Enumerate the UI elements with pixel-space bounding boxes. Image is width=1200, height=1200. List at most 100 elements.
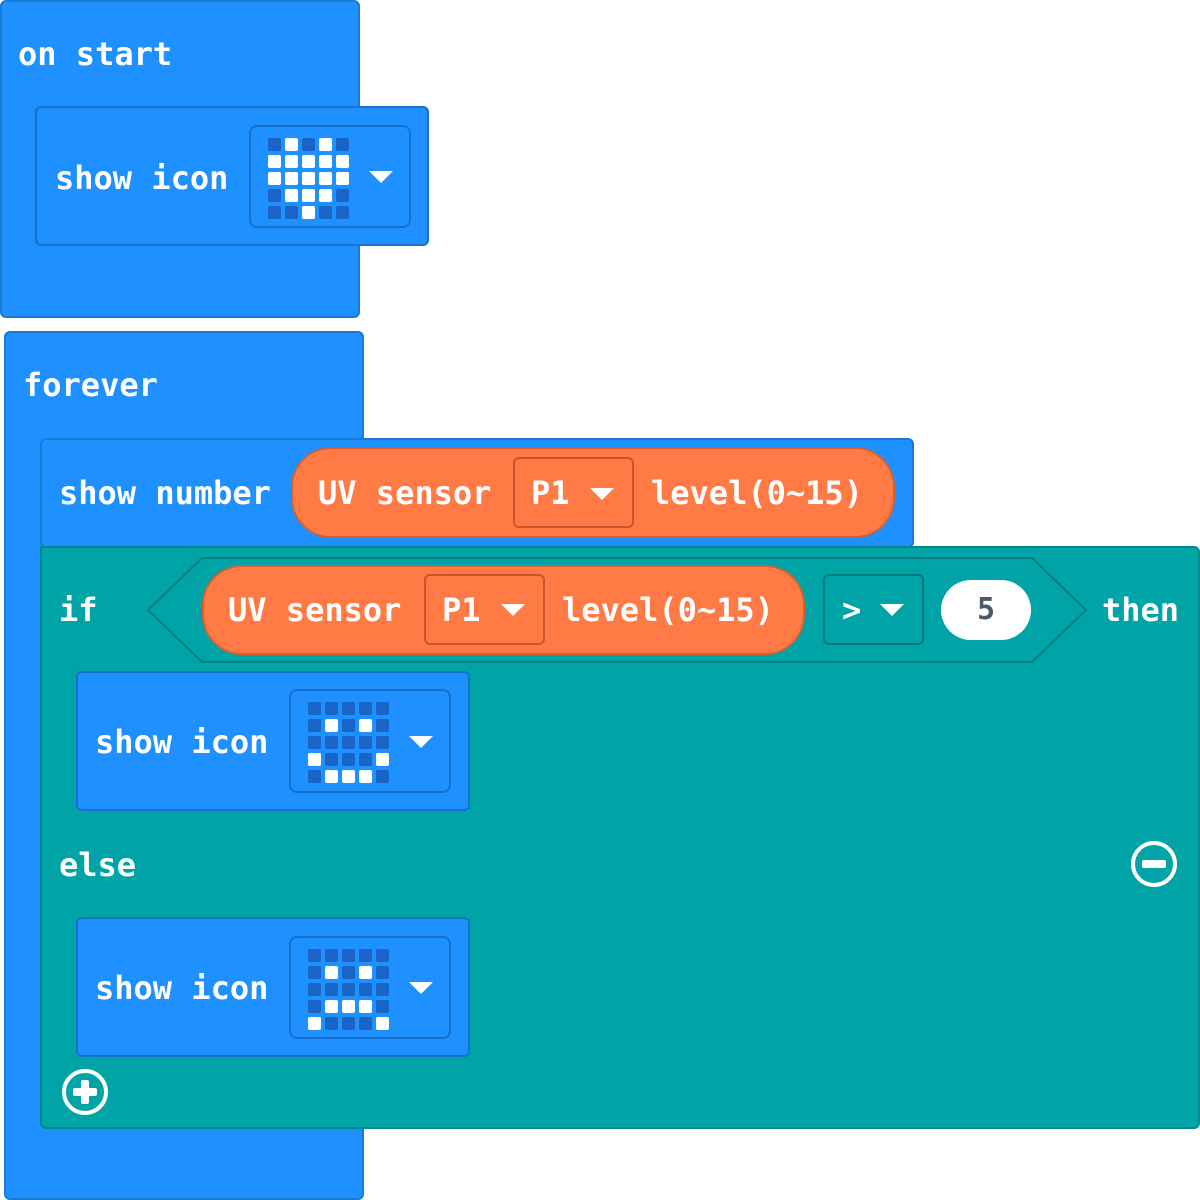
led-off [308, 702, 321, 715]
led-off [376, 1000, 389, 1013]
led-on [325, 770, 338, 783]
led-off [308, 1000, 321, 1013]
led-on [319, 155, 332, 168]
led-on [325, 719, 338, 732]
led-off [342, 949, 355, 962]
led-on [302, 155, 315, 168]
if-label: if [59, 591, 98, 629]
dropdown-caret-icon [369, 171, 393, 183]
else-label: else [59, 846, 137, 884]
led-off [336, 138, 349, 151]
led-off [325, 753, 338, 766]
led-on [308, 1017, 321, 1030]
dropdown-caret-icon [409, 982, 433, 994]
heart-led-grid [268, 138, 349, 219]
led-off [359, 702, 372, 715]
led-on [376, 1017, 389, 1030]
forever-label: forever [23, 366, 158, 404]
led-off [376, 736, 389, 749]
led-off [325, 736, 338, 749]
led-on [302, 189, 315, 202]
led-off [336, 206, 349, 219]
led-on [302, 172, 315, 185]
show-icon-label: show icon [95, 969, 269, 1007]
led-off [376, 719, 389, 732]
sad-led-grid [308, 949, 389, 1030]
led-off [359, 1017, 372, 1030]
on-start-label: on start [18, 35, 173, 73]
show-number-label: show number [59, 474, 271, 512]
condition-sensor-suffix: level(0~15) [562, 591, 774, 629]
show-icon-label: show icon [95, 723, 269, 761]
led-on [268, 155, 281, 168]
heart-icon-picker[interactable] [249, 125, 411, 228]
led-off [285, 206, 298, 219]
led-off [376, 702, 389, 715]
led-off [342, 702, 355, 715]
led-on [336, 155, 349, 168]
led-off [342, 966, 355, 979]
led-off [268, 138, 281, 151]
led-off [308, 770, 321, 783]
plus-circle-icon[interactable] [62, 1069, 108, 1115]
sad-icon-picker[interactable] [289, 936, 451, 1039]
minus-circle-icon[interactable] [1131, 841, 1177, 887]
led-on [325, 966, 338, 979]
led-on [319, 189, 332, 202]
uv-sensor-suffix: level(0~15) [651, 474, 863, 512]
led-on [342, 770, 355, 783]
led-off [376, 949, 389, 962]
led-off [325, 983, 338, 996]
led-off [376, 966, 389, 979]
chevron-down-icon [880, 604, 904, 616]
condition-sensor-label: UV sensor [228, 591, 402, 629]
operator-label: > [842, 591, 862, 629]
chevron-down-icon [501, 604, 525, 616]
led-off [268, 206, 281, 219]
led-off [308, 983, 321, 996]
led-on [359, 719, 372, 732]
led-on [359, 1000, 372, 1013]
show-icon-label: show icon [55, 159, 229, 197]
led-off [359, 949, 372, 962]
pin-dropdown-label: P1 [531, 474, 570, 512]
led-on [342, 1000, 355, 1013]
led-on [268, 172, 281, 185]
led-off [342, 736, 355, 749]
led-off [342, 1017, 355, 1030]
led-off [376, 983, 389, 996]
condition-pin-label: P1 [442, 591, 481, 629]
led-off [268, 189, 281, 202]
uv-sensor-label: UV sensor [318, 474, 492, 512]
led-on [319, 138, 332, 151]
led-off [342, 753, 355, 766]
led-on [285, 155, 298, 168]
led-on [359, 966, 372, 979]
condition-pin-dropdown[interactable] [424, 574, 545, 645]
led-on [302, 206, 315, 219]
led-off [376, 770, 389, 783]
led-off [359, 736, 372, 749]
led-on [359, 770, 372, 783]
happy-led-grid [308, 702, 389, 783]
number-input[interactable]: 5 [941, 580, 1031, 640]
then-label: then [1102, 591, 1180, 629]
led-off [342, 719, 355, 732]
led-on [308, 753, 321, 766]
led-off [325, 702, 338, 715]
led-off [336, 189, 349, 202]
led-on [336, 172, 349, 185]
dropdown-caret-icon [409, 736, 433, 748]
operator-dropdown[interactable] [823, 574, 924, 645]
led-off [325, 1017, 338, 1030]
led-off [308, 736, 321, 749]
led-off [308, 949, 321, 962]
led-on [319, 172, 332, 185]
led-on [285, 189, 298, 202]
led-on [325, 1000, 338, 1013]
led-off [319, 206, 332, 219]
led-off [308, 719, 321, 732]
led-on [285, 138, 298, 151]
happy-icon-picker[interactable] [289, 689, 451, 793]
led-off [325, 949, 338, 962]
